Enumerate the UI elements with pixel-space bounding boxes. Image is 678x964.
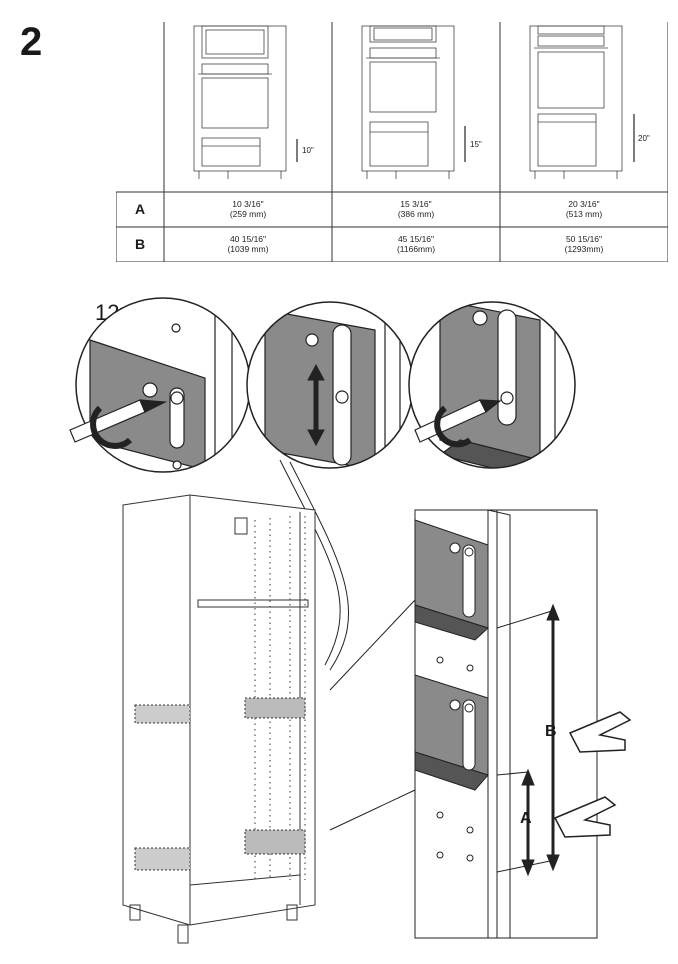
- bracket-icon: [414, 519, 489, 791]
- cell-b-3: 50 15/16"(1293mm): [564, 234, 604, 254]
- height-label-2: 15": [470, 140, 482, 149]
- detail-circle-1: [76, 298, 250, 472]
- screwdriver-icon: [69, 399, 168, 449]
- cell-b-1: 40 15/16"(1039 mm): [227, 234, 269, 254]
- detail-circle-3: [409, 302, 575, 468]
- step-number: 2: [20, 20, 43, 64]
- cell-a-3: 20 3/16"(513 mm): [565, 199, 603, 219]
- height-label-1: 10": [302, 146, 314, 155]
- cell-a-1: 10 3/16"(259 mm): [229, 199, 267, 219]
- height-label-3: 20": [638, 134, 650, 143]
- spec-table: 10" 15" 20" A B 10 3/16"(259 mm) 15 3/16…: [116, 22, 668, 262]
- dimension-label-a: A: [520, 810, 532, 827]
- oven-cabinet-icon: [193, 25, 635, 179]
- vertical-arrow-icon: [307, 363, 325, 447]
- row-label-a: A: [134, 201, 146, 217]
- cell-b-2: 45 15/16"(1166mm): [396, 234, 436, 254]
- tall-cabinet: [122, 494, 316, 944]
- hand-pointer-icon: [553, 711, 632, 838]
- detail-circle-2: [247, 302, 413, 468]
- screwdriver-icon-2: [414, 399, 502, 448]
- connector-lines: [279, 459, 416, 831]
- row-label-b: B: [134, 236, 146, 252]
- dimension-label-b: B: [545, 723, 557, 740]
- dimension-arrows: [521, 603, 560, 877]
- cell-a-2: 15 3/16"(386 mm): [397, 199, 435, 219]
- spec-table-grid: [116, 22, 668, 262]
- detail-panel: [414, 509, 598, 939]
